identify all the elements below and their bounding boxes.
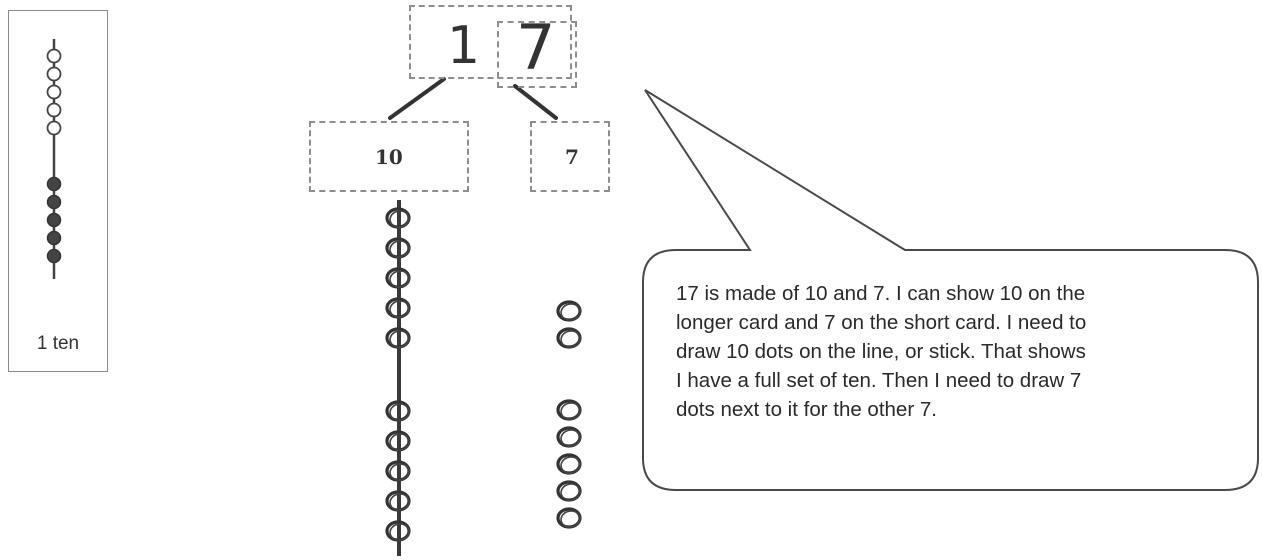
tens-card: 10: [309, 121, 469, 192]
drawn-dot: [385, 237, 411, 259]
open-bead: [46, 120, 62, 136]
filled-bead: [46, 230, 62, 246]
speech-bubble-text: 17 is made of 10 and 7. I can show 10 on…: [676, 279, 1236, 424]
ones-connector: [513, 84, 558, 120]
number-card-ones-box: [497, 21, 577, 88]
stick-dots: [385, 207, 411, 542]
bubble-line: dots next to it for the other 7.: [676, 398, 937, 421]
loose-dots: [556, 300, 582, 529]
filled-bead: [46, 248, 62, 264]
drawn-dot: [556, 426, 582, 448]
drawn-dot: [556, 480, 582, 502]
ten-reference-card: 1 ten: [8, 10, 108, 372]
drawn-dot: [385, 267, 411, 289]
filled-bead: [46, 176, 62, 192]
open-beads: [46, 48, 62, 136]
bubble-line: I have a full set of ten. Then I need to…: [676, 369, 1082, 392]
ten-card-label: 1 ten: [36, 333, 80, 354]
ones-card: 7: [530, 121, 610, 192]
open-bead: [46, 102, 62, 118]
filled-beads: [46, 176, 62, 264]
ones-card-value: 7: [565, 145, 579, 169]
drawn-dot: [556, 453, 582, 475]
drawn-dot: [385, 207, 411, 229]
drawn-dot: [385, 520, 411, 542]
bead-stick-icon: [46, 39, 62, 279]
open-bead: [46, 66, 62, 82]
drawn-dot: [385, 400, 411, 422]
drawn-dot: [385, 297, 411, 319]
tens-card-value: 10: [375, 145, 403, 169]
drawn-dot: [556, 327, 582, 349]
ones-digit: 7: [516, 11, 556, 84]
bubble-line: draw 10 dots on the line, or stick. That…: [676, 340, 1086, 363]
filled-bead: [46, 212, 62, 228]
drawn-dot: [556, 399, 582, 421]
drawn-dot: [385, 490, 411, 512]
drawn-dot: [385, 460, 411, 482]
open-bead: [46, 48, 62, 64]
open-bead: [46, 84, 62, 100]
bubble-line: longer card and 7 on the short card. I n…: [676, 311, 1087, 334]
tens-connector: [388, 77, 446, 120]
drawn-dot: [385, 430, 411, 452]
number-card-outer: [409, 5, 572, 79]
filled-bead: [46, 194, 62, 210]
tens-digit: 1: [447, 16, 481, 76]
speech-bubble: [642, 89, 1259, 491]
drawn-dot: [556, 300, 582, 322]
bubble-line: 17 is made of 10 and 7. I can show 10 on…: [676, 282, 1086, 305]
drawn-dot: [556, 507, 582, 529]
drawn-dot: [385, 327, 411, 349]
